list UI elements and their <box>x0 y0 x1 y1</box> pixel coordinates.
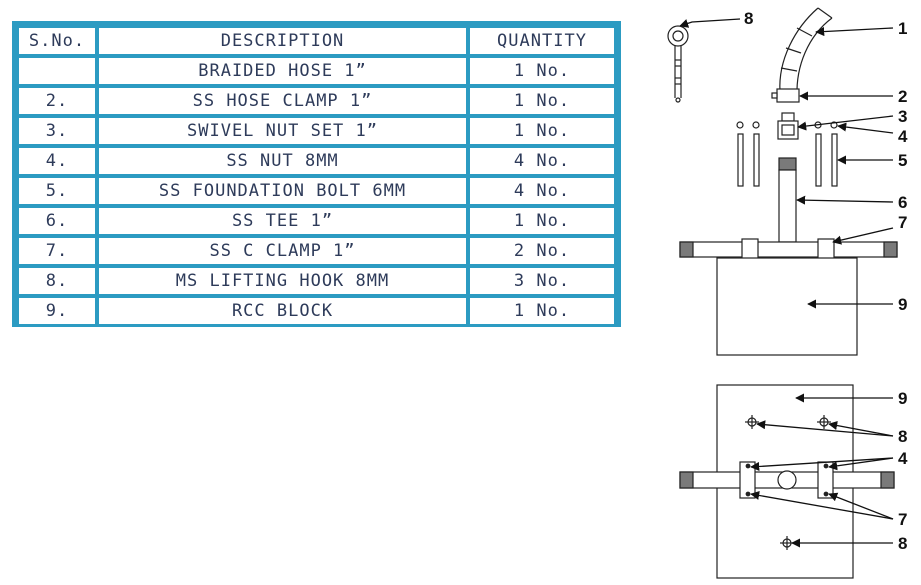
cell-quantity: 1 No. <box>468 206 616 236</box>
cell-quantity: 4 No. <box>468 146 616 176</box>
cell-quantity: 1 No. <box>468 56 616 86</box>
cell-description: BRAIDED HOSE 1” <box>97 56 468 86</box>
cell-sno: 7. <box>17 236 97 266</box>
callout-8-hook: 8 <box>744 9 753 28</box>
cell-description: SS C CLAMP 1” <box>97 236 468 266</box>
callout-7-c-clamp-top: 7 <box>898 510 907 529</box>
header-sno: S.No. <box>17 26 97 56</box>
table-row: BRAIDED HOSE 1” 1 No. <box>17 56 616 86</box>
cell-description: SS NUT 8MM <box>97 146 468 176</box>
table-row: 6. SS TEE 1” 1 No. <box>17 206 616 236</box>
cell-description: RCC BLOCK <box>97 296 468 326</box>
cell-quantity: 1 No. <box>468 116 616 146</box>
callout-6-tee: 6 <box>898 193 907 212</box>
callout-9-block-side: 9 <box>898 295 907 314</box>
header-quantity: QUANTITY <box>468 26 616 56</box>
cell-sno: 3. <box>17 116 97 146</box>
cell-description: SWIVEL NUT SET 1” <box>97 116 468 146</box>
table-row: 8. MS LIFTING HOOK 8MM 3 No. <box>17 266 616 296</box>
cell-quantity: 2 No. <box>468 236 616 266</box>
callout-8-hook-top-b: 8 <box>898 534 907 553</box>
callout-7-c-clamp: 7 <box>898 213 907 232</box>
callout-4-nut-top: 4 <box>898 449 908 468</box>
cell-sno: 5. <box>17 176 97 206</box>
ss-tee-drawing <box>679 157 898 260</box>
table-row: 5. SS FOUNDATION BOLT 6MM 4 No. <box>17 176 616 206</box>
cell-sno: 6. <box>17 206 97 236</box>
callout-8-hook-top-a: 8 <box>898 427 907 446</box>
table-row: 3. SWIVEL NUT SET 1” 1 No. <box>17 116 616 146</box>
parts-table-frame: S.No. DESCRIPTION QUANTITY BRAIDED HOSE … <box>12 21 621 327</box>
rcc-block-top-drawing <box>679 384 895 579</box>
cell-quantity: 3 No. <box>468 266 616 296</box>
table-row: 7. SS C CLAMP 1” 2 No. <box>17 236 616 266</box>
cell-quantity: 1 No. <box>468 86 616 116</box>
callout-2-clamp: 2 <box>898 87 907 106</box>
table-row: 2. SS HOSE CLAMP 1” 1 No. <box>17 86 616 116</box>
table-header-row: S.No. DESCRIPTION QUANTITY <box>17 26 616 56</box>
table-row: 4. SS NUT 8MM 4 No. <box>17 146 616 176</box>
cell-quantity: 1 No. <box>468 296 616 326</box>
callout-9-block-top: 9 <box>898 389 907 408</box>
cell-sno: 2. <box>17 86 97 116</box>
cell-sno: 8. <box>17 266 97 296</box>
hose-clamp-drawing <box>771 88 800 103</box>
callout-4-nut: 4 <box>898 127 908 146</box>
cell-quantity: 4 No. <box>468 176 616 206</box>
callout-5-bolt: 5 <box>898 151 907 170</box>
cell-description: SS FOUNDATION BOLT 6MM <box>97 176 468 206</box>
cell-description: MS LIFTING HOOK 8MM <box>97 266 468 296</box>
parts-table: S.No. DESCRIPTION QUANTITY BRAIDED HOSE … <box>17 26 616 326</box>
rcc-block-side-drawing <box>716 257 858 356</box>
callout-3-swivel: 3 <box>898 107 907 126</box>
cell-description: SS TEE 1” <box>97 206 468 236</box>
lifting-hook-drawing <box>667 25 689 103</box>
callout-1-hose: 1 <box>898 19 907 38</box>
cell-sno: 9. <box>17 296 97 326</box>
cell-sno: 4. <box>17 146 97 176</box>
braided-hose-drawing <box>779 7 833 97</box>
cell-description: SS HOSE CLAMP 1” <box>97 86 468 116</box>
cell-sno <box>17 56 97 86</box>
table-row: 9. RCC BLOCK 1 No. <box>17 296 616 326</box>
swivel-nut-drawing <box>777 112 799 140</box>
header-description: DESCRIPTION <box>97 26 468 56</box>
